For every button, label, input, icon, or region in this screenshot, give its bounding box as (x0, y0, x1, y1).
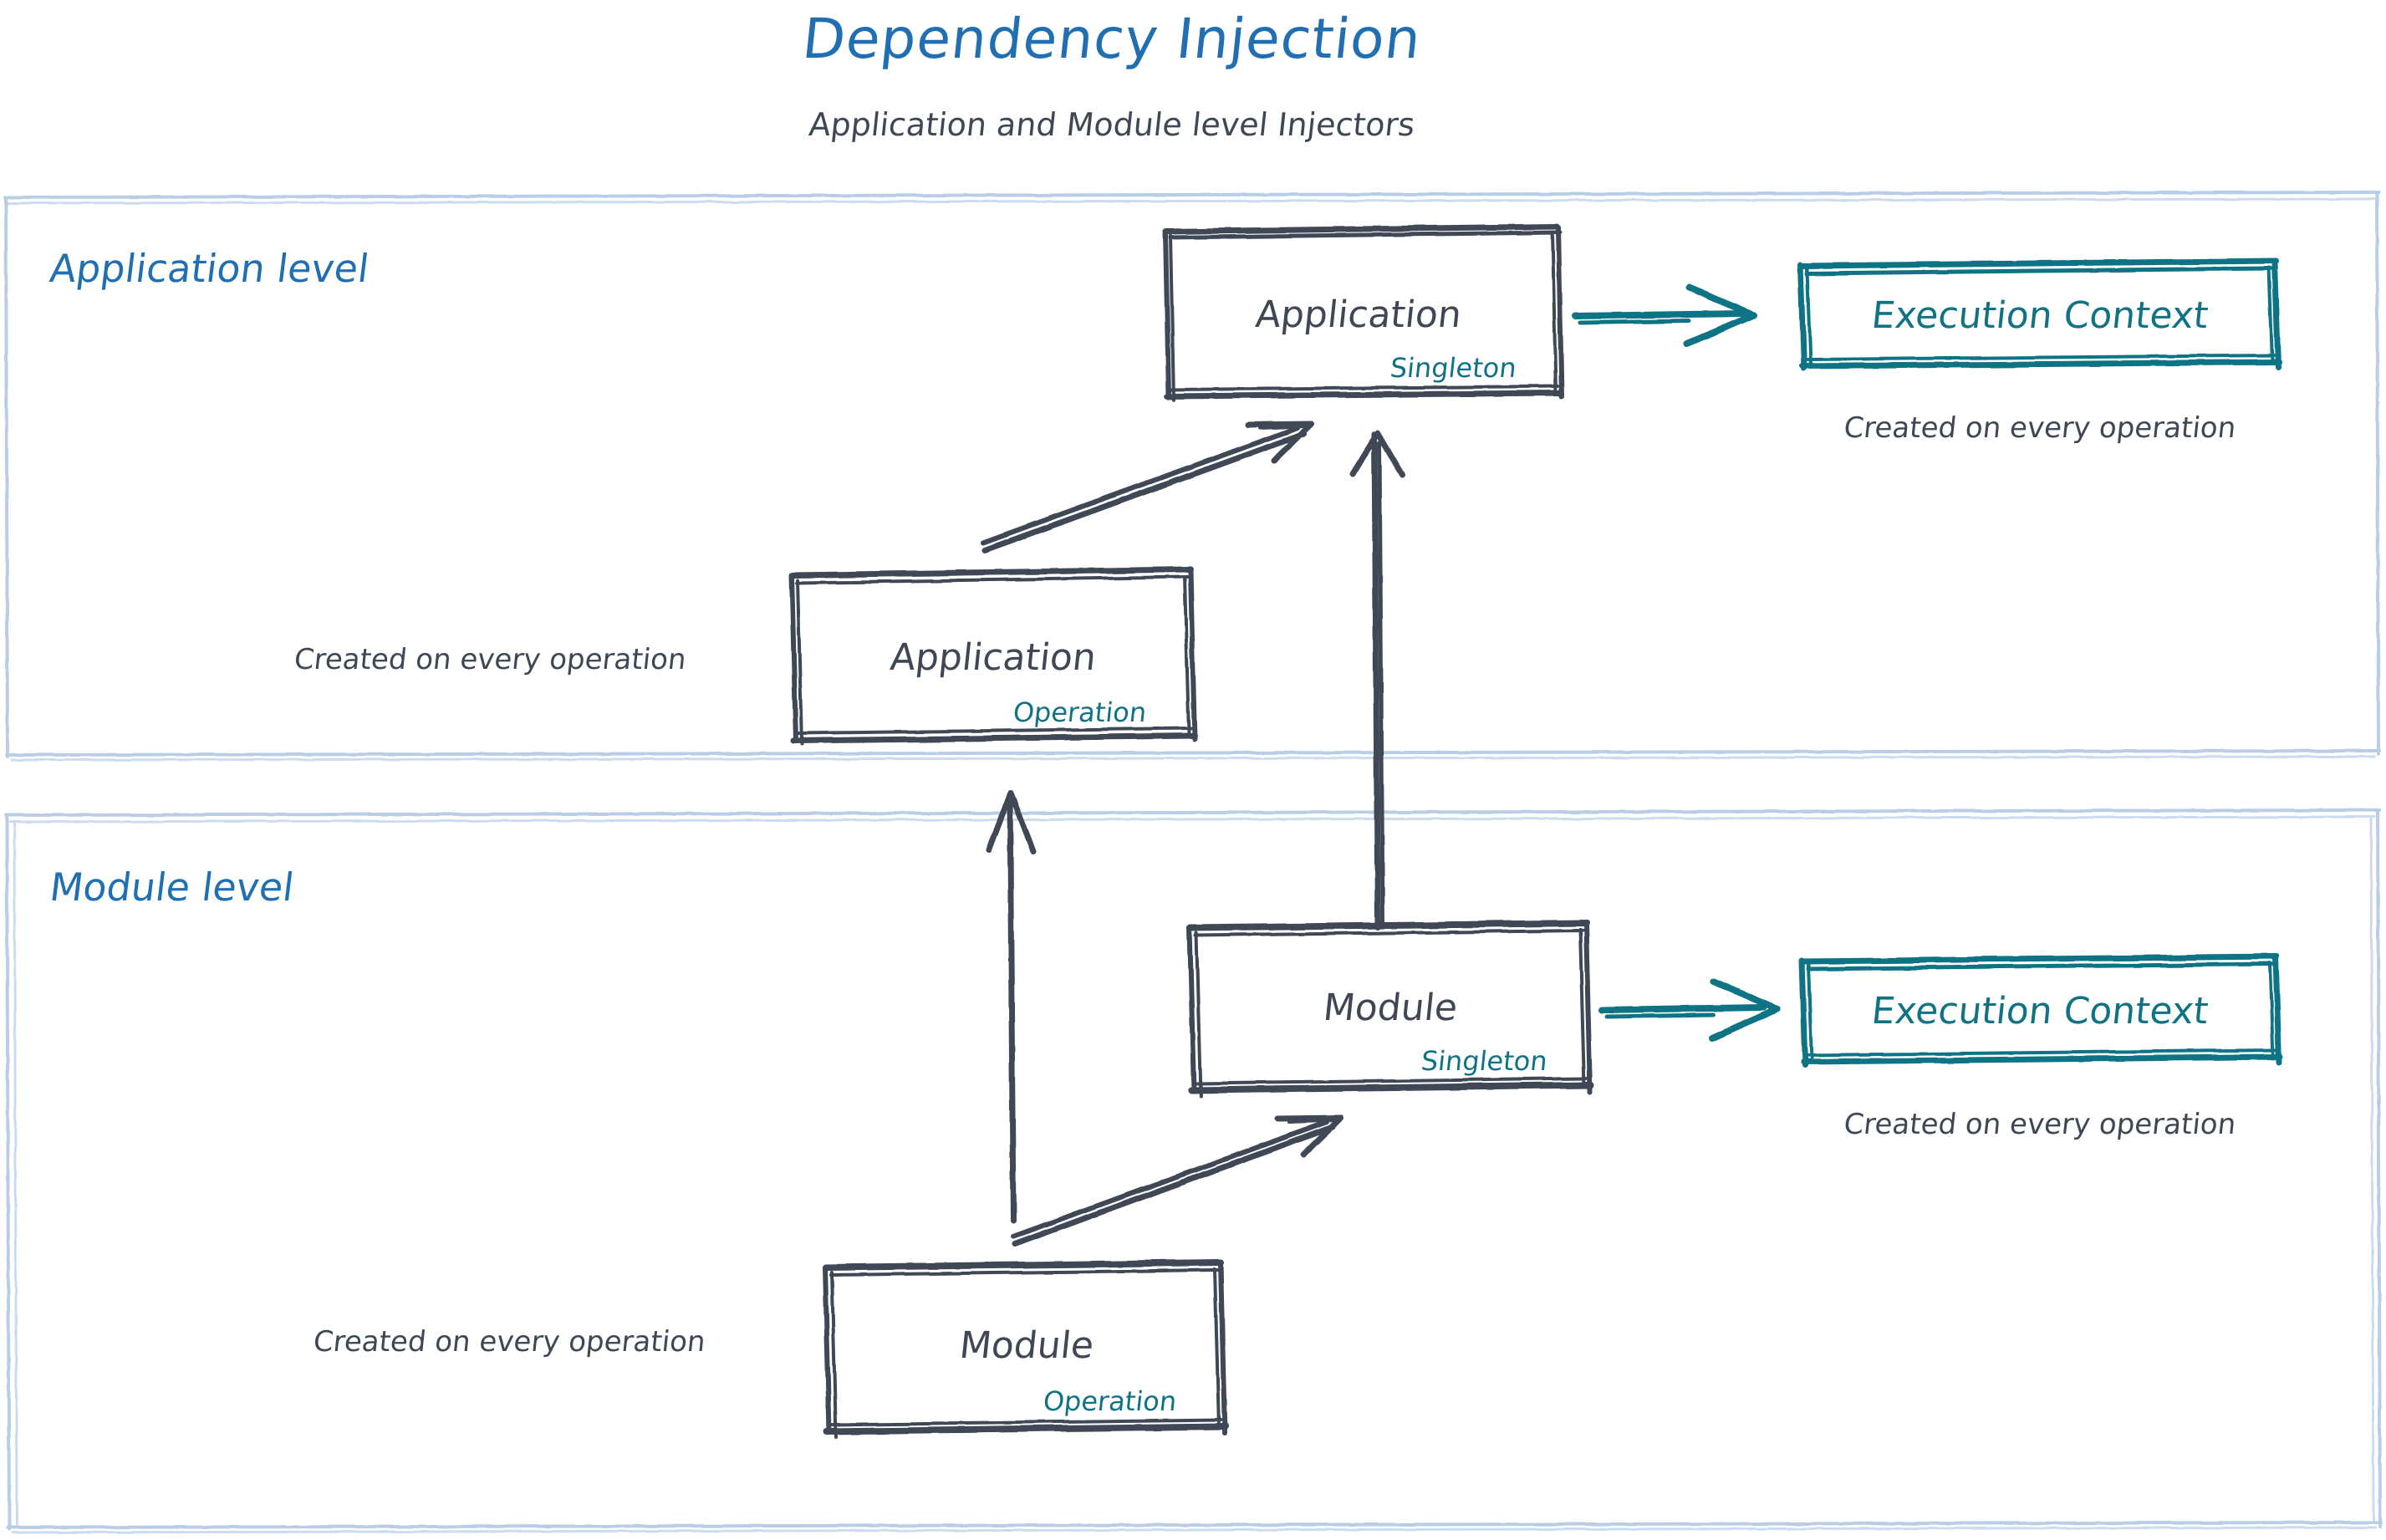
application-execution-context-box-outline[interactable] (1797, 258, 2282, 372)
edge-module-to-execution-context (1598, 978, 1781, 1042)
application-operation-box-outline[interactable] (789, 566, 1198, 746)
module-operation-box-outline[interactable] (823, 1259, 1229, 1439)
module-execution-context-box-outline[interactable] (1798, 953, 2283, 1068)
edge-application-to-execution-context (1572, 284, 1757, 347)
edge-application-operation-to-singleton (981, 421, 1315, 553)
application-singleton-box-outline[interactable] (1163, 223, 1564, 401)
module-level-panel-frame (4, 808, 2383, 1534)
application-level-panel-frame (3, 191, 2381, 762)
module-singleton-box-outline[interactable] (1187, 920, 1594, 1098)
edge-module-operation-to-application-operation (986, 789, 1037, 1224)
edge-module-singleton-to-application-singleton (1349, 430, 1405, 931)
edge-module-operation-to-singleton (1011, 1114, 1344, 1247)
